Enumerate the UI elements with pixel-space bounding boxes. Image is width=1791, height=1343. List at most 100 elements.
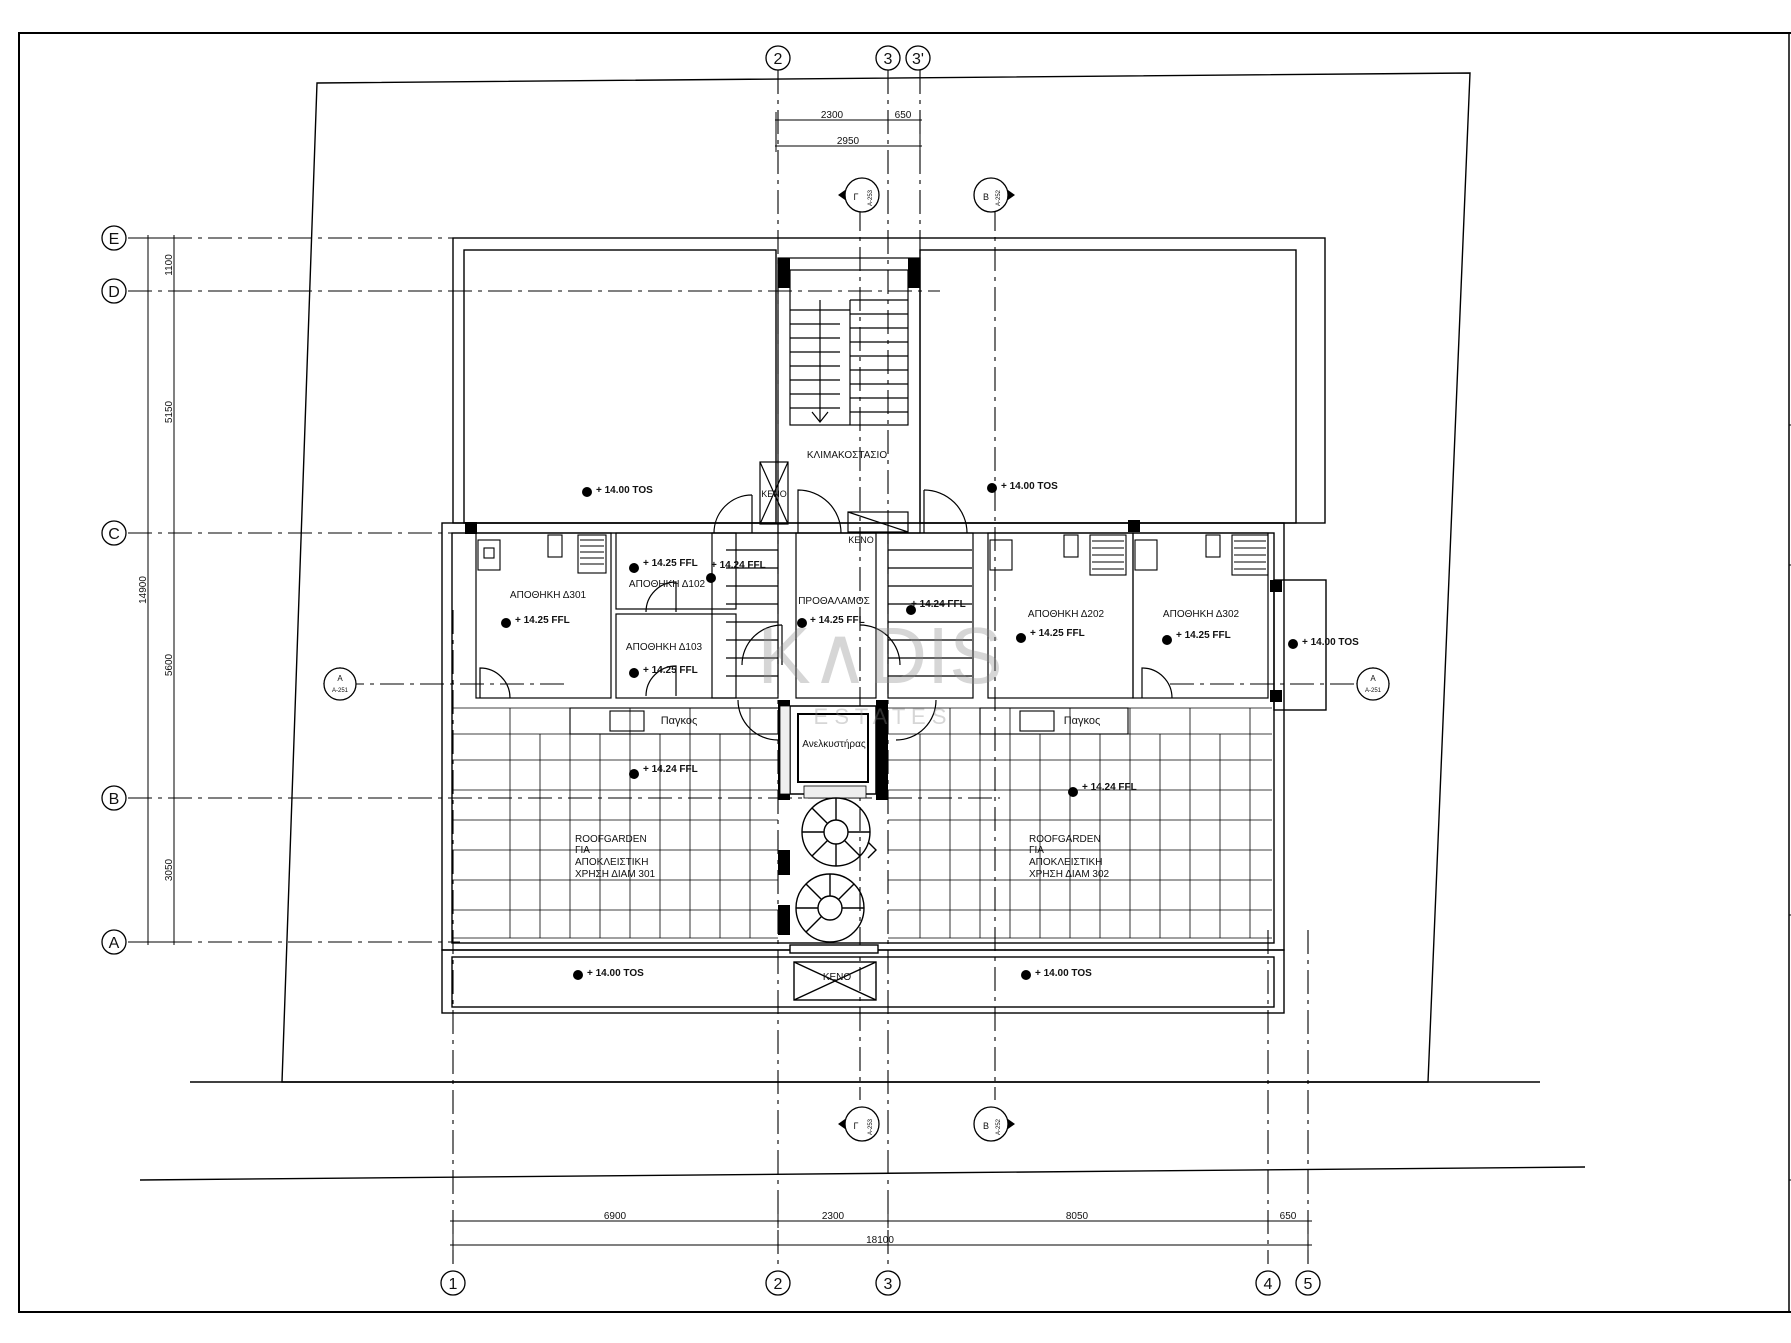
level-tos-top-right: + 14.00 TOS bbox=[1001, 481, 1058, 492]
svg-text:4: 4 bbox=[1264, 1276, 1273, 1293]
grid-bubble-row-d: D bbox=[101, 278, 127, 304]
dim-left-5150: 5150 bbox=[164, 400, 175, 423]
svg-text:Β: Β bbox=[983, 1121, 989, 1131]
level-tos-bottom-left: + 14.00 TOS bbox=[587, 968, 644, 979]
section-marker-alpha-left: A A-251 bbox=[323, 667, 357, 701]
svg-text:A-251: A-251 bbox=[332, 688, 349, 694]
svg-text:A: A bbox=[337, 674, 343, 683]
room-label-store-202: ΑΠΟΘΗΚΗ Δ202 bbox=[1028, 609, 1105, 620]
grid-bubble-row-e: E bbox=[101, 225, 127, 251]
room-label-store-302: ΑΠΟΘΗΚΗ Δ302 bbox=[1163, 609, 1240, 620]
room-label-void-upper: ΚΕΝΟ bbox=[761, 489, 787, 499]
grid-bubble-row-c: C bbox=[101, 520, 127, 546]
level-ffl-202: + 14.25 FFL bbox=[1030, 628, 1085, 639]
dimension-lines bbox=[142, 112, 1312, 1252]
room-label-stair: ΚΛΙΜΑΚΟΣΤΑΣΙΟ bbox=[807, 450, 887, 461]
svg-text:Γ: Γ bbox=[854, 1121, 859, 1131]
svg-text:1: 1 bbox=[449, 1276, 458, 1293]
svg-text:B: B bbox=[109, 791, 120, 808]
counter-label-right: Παγκος bbox=[1064, 715, 1101, 727]
svg-text:D: D bbox=[108, 284, 120, 301]
svg-text:Β: Β bbox=[983, 192, 989, 202]
svg-text:A: A bbox=[109, 935, 120, 952]
room-label-store-301: ΑΠΟΘΗΚΗ Δ301 bbox=[510, 590, 587, 601]
svg-text:A-252: A-252 bbox=[996, 189, 1002, 206]
grid-bubble-row-a: A bbox=[101, 929, 127, 955]
svg-text:2: 2 bbox=[774, 51, 783, 68]
level-ffl-301: + 14.25 FFL bbox=[515, 615, 570, 626]
level-ffl-garden-left: + 14.24 FFL bbox=[643, 764, 698, 775]
roofgarden-left-line-3: ΑΠΟΚΛΕΙΣΤΙΚΗ bbox=[575, 857, 648, 868]
dim-top-650: 650 bbox=[895, 110, 912, 121]
level-ffl-302: + 14.25 FFL bbox=[1176, 630, 1231, 641]
counter-label-left: Παγκος bbox=[661, 715, 698, 727]
elevator-shaft bbox=[779, 705, 877, 799]
roofgarden-left-line-2: ΓΙΑ bbox=[575, 845, 590, 856]
level-tos-right: + 14.00 TOS bbox=[1302, 637, 1359, 648]
level-ffl-102: + 14.25 FFL bbox=[643, 558, 698, 569]
dim-bottom-8050: 8050 bbox=[1066, 1211, 1089, 1222]
interior-walls bbox=[475, 489, 1269, 741]
spiral-stairs bbox=[789, 797, 879, 1001]
dim-left-14900: 14900 bbox=[138, 576, 149, 604]
roofgarden-left-line-1: ROOFGARDEN bbox=[575, 834, 647, 845]
room-label-store-102: ΑΠΟΘΗΚΗ Δ102 bbox=[629, 579, 706, 590]
section-marker-gamma-bottom: Γ A-253 bbox=[838, 1106, 880, 1142]
dim-left-5600: 5600 bbox=[164, 653, 175, 676]
room-label-lobby: ΠΡΟΘΑΛΑΜΟΣ bbox=[798, 596, 870, 607]
roofgarden-right-line-2: ΓΙΑ bbox=[1029, 845, 1044, 856]
svg-text:A-251: A-251 bbox=[1365, 688, 1382, 694]
level-tos-top-left: + 14.00 TOS bbox=[596, 485, 653, 496]
paving-grid bbox=[452, 707, 1272, 939]
section-marker-beta-bottom: Β A-252 bbox=[973, 1106, 1015, 1142]
svg-text:3: 3 bbox=[884, 51, 893, 68]
dim-left-3050: 3050 bbox=[164, 858, 175, 881]
grid-lines bbox=[128, 70, 1360, 1264]
svg-text:E: E bbox=[109, 231, 120, 248]
svg-text:A-253: A-253 bbox=[868, 189, 874, 206]
grid-bubble-col-4-bottom: 4 bbox=[1255, 1270, 1281, 1296]
dim-top-2300: 2300 bbox=[821, 110, 844, 121]
section-marker-beta-top: Β A-252 bbox=[973, 177, 1015, 213]
roofgarden-right-line-4: ΧΡΗΣΗ ΔΙΑΜ 302 bbox=[1029, 869, 1110, 880]
dim-bottom-18100: 18100 bbox=[866, 1235, 894, 1246]
level-ffl-stair-right: + 14.24 FFL bbox=[911, 599, 966, 610]
grid-bubble-col-2-bottom: 2 bbox=[765, 1270, 791, 1296]
grid-bubble-col-1-bottom: 1 bbox=[440, 1270, 466, 1296]
room-label-store-103: ΑΠΟΘΗΚΗ Δ103 bbox=[626, 642, 703, 653]
room-label-elevator: Ανελκυστήρας bbox=[802, 738, 866, 750]
svg-text:3': 3' bbox=[912, 51, 924, 68]
grid-bubble-col-2-top: 2 bbox=[765, 45, 791, 71]
level-ffl-garden-right: + 14.24 FFL bbox=[1082, 782, 1137, 793]
dim-bottom-6900: 6900 bbox=[604, 1211, 627, 1222]
svg-text:3: 3 bbox=[884, 1276, 893, 1293]
svg-text:A: A bbox=[1370, 674, 1376, 683]
road-edge-lower bbox=[139, 1166, 1586, 1181]
roofgarden-right-line-1: ROOFGARDEN bbox=[1029, 834, 1101, 845]
dim-left-1100: 1100 bbox=[164, 254, 175, 276]
svg-text:5: 5 bbox=[1304, 1276, 1313, 1293]
svg-text:C: C bbox=[108, 526, 120, 543]
grid-bubble-row-b: B bbox=[101, 785, 127, 811]
grid-bubble-col-3prime-top: 3' bbox=[905, 45, 931, 71]
grid-bubble-col-5-bottom: 5 bbox=[1295, 1270, 1321, 1296]
sheet-border bbox=[18, 32, 1791, 1313]
section-marker-gamma-top: Γ A-253 bbox=[838, 177, 880, 213]
grid-bubble-col-3-bottom: 3 bbox=[875, 1270, 901, 1296]
roofgarden-left-line-4: ΧΡΗΣΗ ΔΙΑΜ 301 bbox=[575, 869, 656, 880]
dim-top-2950: 2950 bbox=[837, 136, 860, 147]
svg-text:A-253: A-253 bbox=[868, 1118, 874, 1135]
svg-text:2: 2 bbox=[774, 1276, 783, 1293]
section-marker-alpha-right: A A-251 bbox=[1356, 667, 1390, 701]
svg-text:A-252: A-252 bbox=[996, 1118, 1002, 1135]
level-tos-bottom-right: + 14.00 TOS bbox=[1035, 968, 1092, 979]
watermark-subtitle: E S T A T E S bbox=[814, 704, 947, 729]
level-ffl-corridor: + 14.24 FFL bbox=[711, 560, 766, 571]
watermark-logo: K∧DIS bbox=[757, 611, 1002, 700]
dim-bottom-2300: 2300 bbox=[822, 1211, 845, 1222]
dim-bottom-650: 650 bbox=[1280, 1211, 1297, 1222]
grid-bubble-col-3-top: 3 bbox=[875, 45, 901, 71]
room-label-void-mid: ΚΕΝΟ bbox=[848, 535, 874, 545]
svg-text:Γ: Γ bbox=[854, 192, 859, 202]
